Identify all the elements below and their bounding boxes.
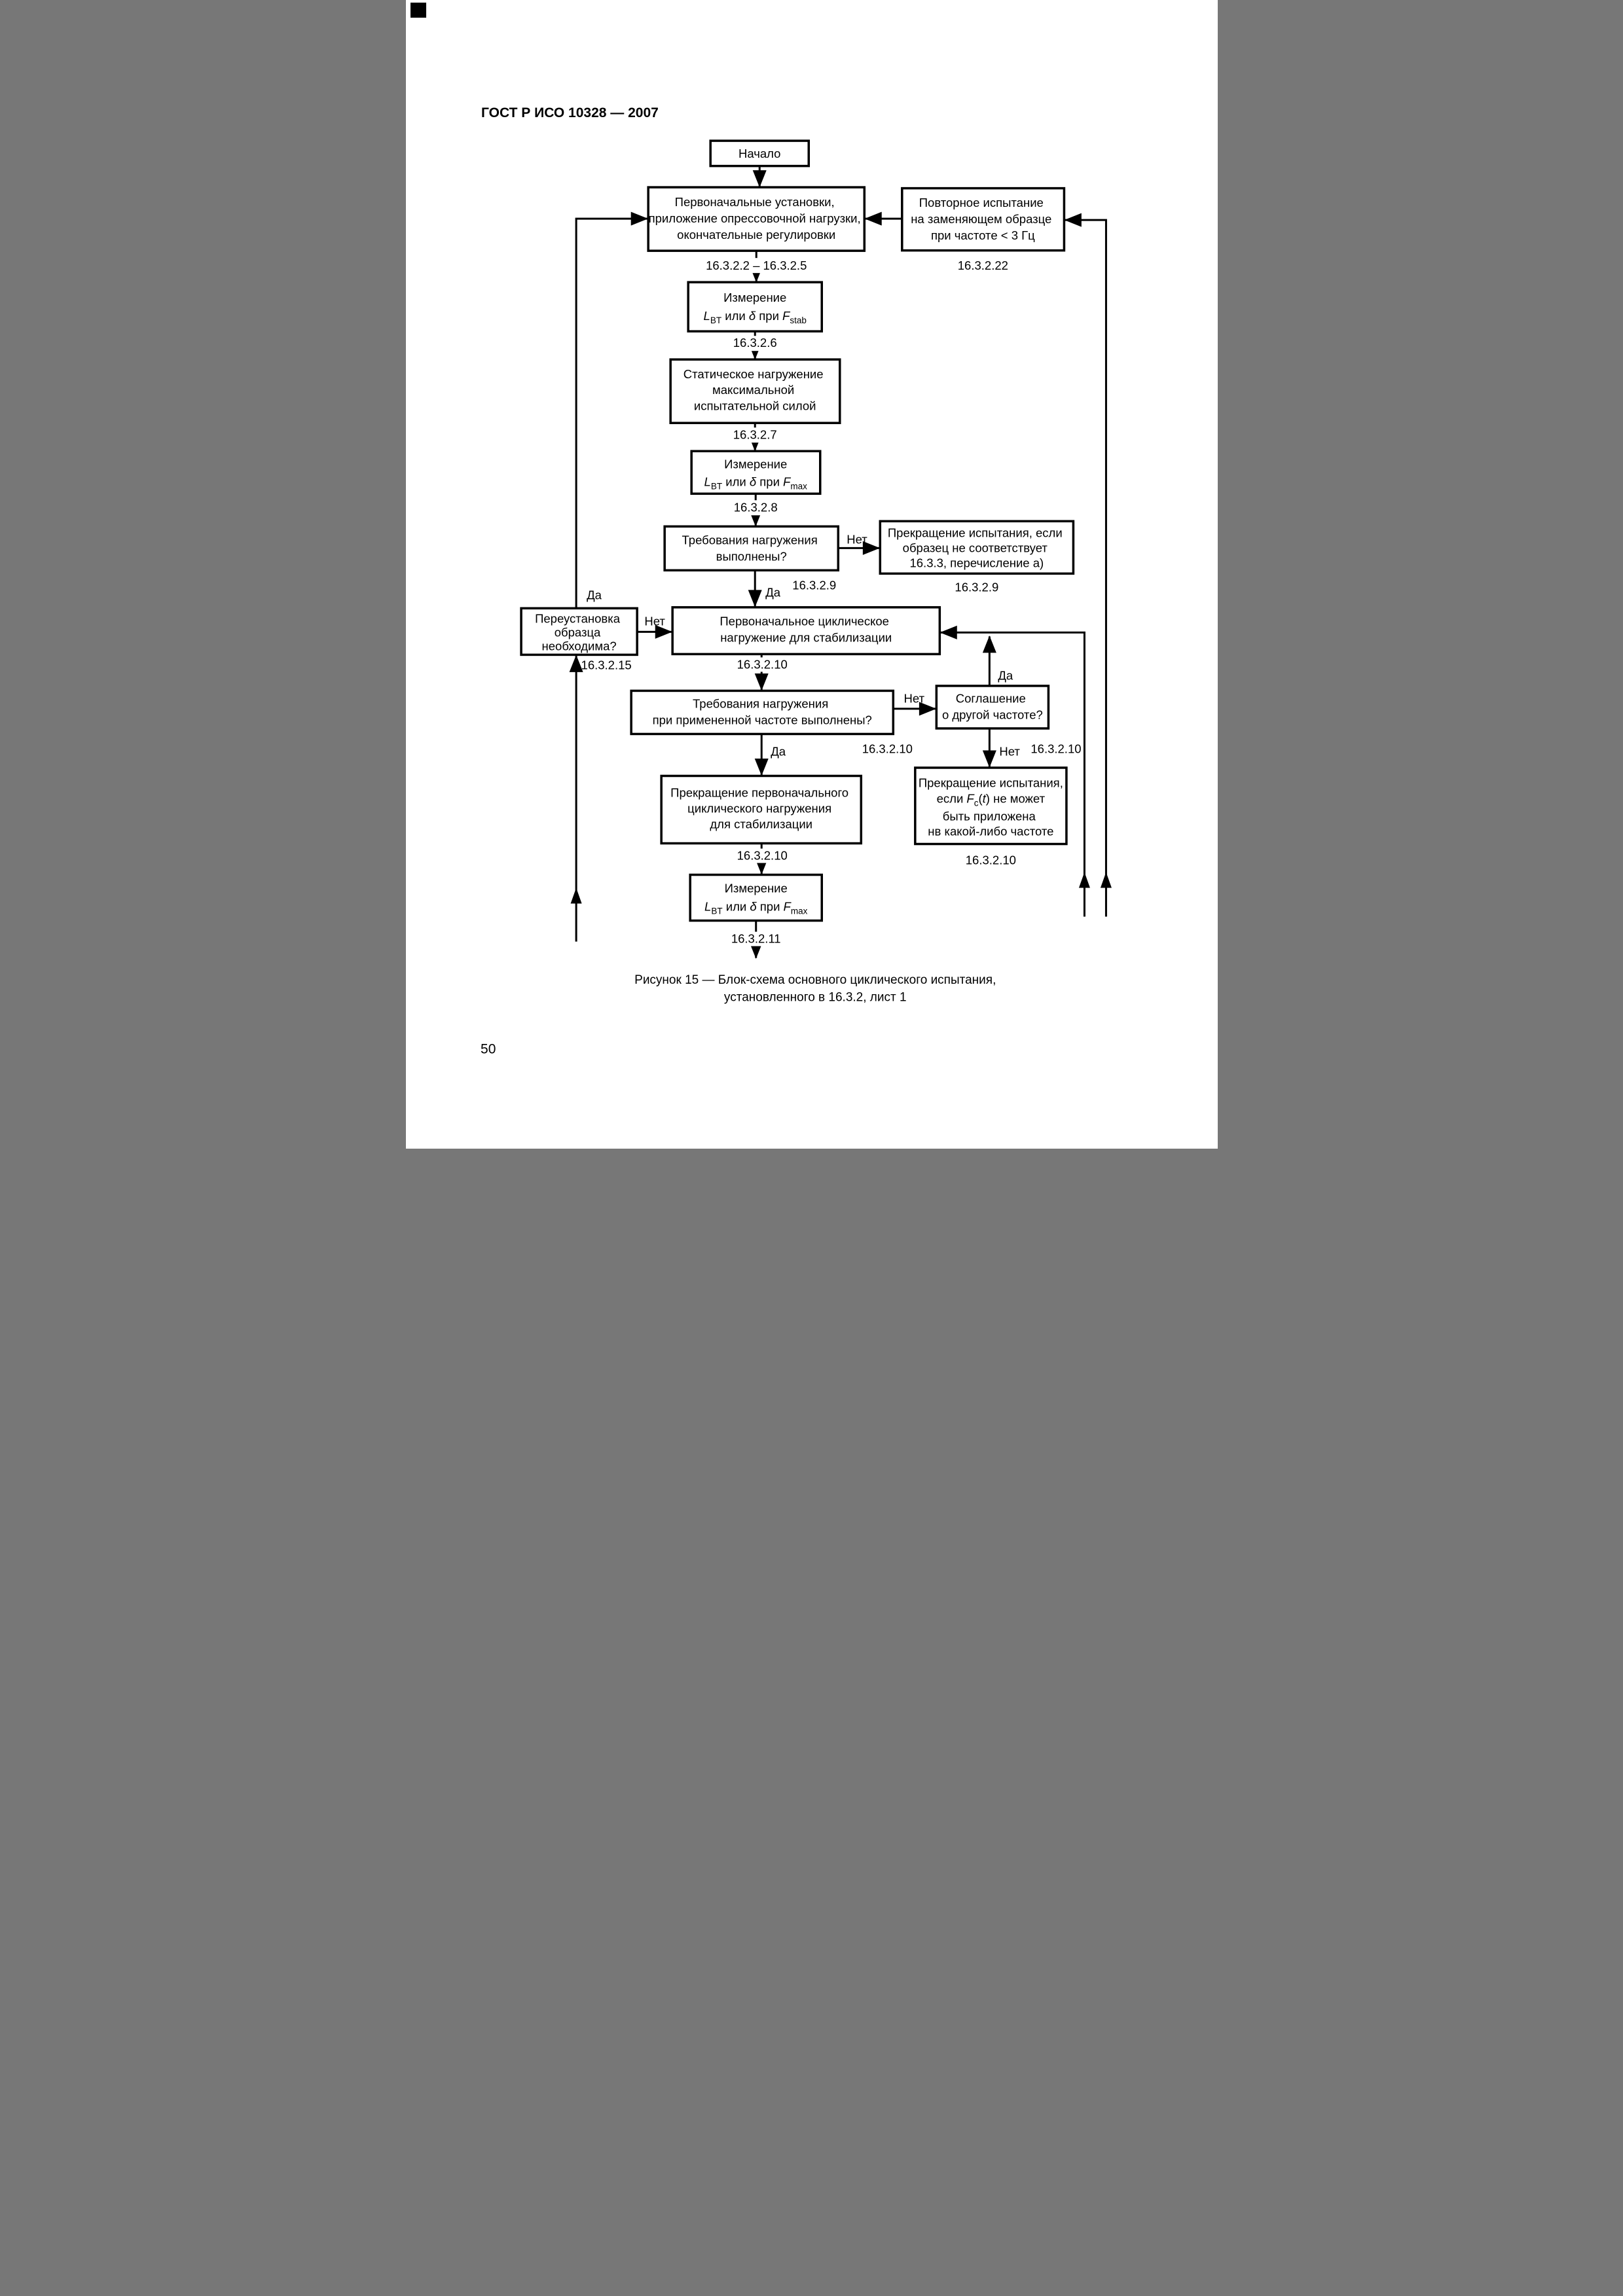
node-init-label: Первоначальные установки, приложение опр… — [648, 195, 864, 242]
ref-stop-freq: 16.3.2.10 — [965, 853, 1015, 867]
edge-reinstall-yes-init — [575, 211, 648, 609]
node-retest-label: Повторное испытание на заменяющем образц… — [911, 196, 1055, 242]
ref-bg — [725, 336, 785, 351]
node-measure-max-line1: Измерение — [724, 457, 787, 471]
node-measure-final — [688, 873, 823, 922]
ref-check-freq: 16.3.2.10 — [862, 742, 912, 755]
page-number: 50 — [481, 1042, 496, 1057]
ref-stop-fail: 16.3.2.9 — [955, 580, 998, 594]
ref-measure-stab: 16.3.2.6 — [733, 336, 776, 350]
arrow-up-icon — [1100, 872, 1112, 888]
edge-label-no: Нет — [903, 691, 924, 705]
figure-caption-line2: установленного в 16.3.2, лист 1 — [723, 991, 906, 1005]
edge-label-yes: Да — [998, 668, 1013, 682]
ref-init: 16.3.2.2 – 16.3.2.5 — [706, 259, 807, 272]
ref-bg — [725, 500, 786, 516]
ref-retest: 16.3.2.22 — [957, 259, 1008, 272]
ref-check-load: 16.3.2.9 — [792, 578, 836, 592]
node-static-load-label: Статическое нагружение максимальной испы… — [683, 367, 826, 412]
ref-measure-max: 16.3.2.8 — [733, 500, 777, 514]
ref-bg — [725, 427, 785, 443]
node-init-cyclic — [670, 606, 941, 656]
ref-bg — [730, 848, 793, 863]
figure-caption-line1: Рисунок 15 — Блок-схема основного циклич… — [634, 973, 996, 987]
node-stop-freq-formula: если Fc(t) не может — [936, 791, 1045, 808]
edge-label-yes: Да — [771, 744, 786, 758]
node-measure-final-line1: Измерение — [724, 882, 787, 895]
node-measure-final-formula: LBT или δ при Fmax — [704, 900, 808, 916]
flowchart-canvas: ГОСТ Р ИСО 10328 — 2007 Начало Первонача… — [405, 0, 1218, 1149]
node-stop-fail-label: Прекращение испытания, если образец не с… — [887, 526, 1065, 569]
edge-label-no: Нет — [999, 744, 1020, 758]
node-init — [646, 186, 866, 252]
ref-static-load: 16.3.2.7 — [733, 427, 776, 441]
ref-stop-cyclic: 16.3.2.10 — [737, 849, 787, 863]
node-static-load — [668, 358, 841, 425]
edge-feedback-cyclic — [939, 625, 1085, 917]
arrow-up-icon — [1078, 872, 1090, 888]
ref-bg — [693, 258, 818, 274]
edge-label-no: Нет — [644, 614, 665, 628]
node-measure-max-formula: LBT или δ при Fmax — [704, 475, 807, 491]
node-measure-stab-formula: LBT или δ при Fstab — [703, 309, 806, 325]
node-measure-max — [689, 450, 822, 495]
node-agree-freq — [935, 685, 1049, 730]
node-reinstall — [519, 607, 638, 656]
edge-label-no: Нет — [847, 532, 867, 546]
node-stop-freq — [913, 766, 1068, 846]
page-title: ГОСТ Р ИСО 10328 — 2007 — [481, 105, 659, 120]
node-stop-fail — [879, 520, 1074, 575]
scan-artifact-corner — [410, 3, 426, 18]
node-stop-freq-label: Прекращение испытания, — [918, 776, 1063, 789]
node-init-cyclic-label: Первоначальное циклическое нагружение дл… — [720, 614, 892, 644]
ref-measure-final: 16.3.2.11 — [731, 932, 780, 946]
node-stop-freq-label2: быть приложена нв какой-либо частоте — [928, 810, 1053, 838]
node-check-load — [663, 525, 839, 572]
node-stop-cyclic-label: Прекращение первоначального циклического… — [670, 785, 852, 831]
edge-label-yes: Да — [765, 585, 781, 599]
edge-feedback-retest — [1064, 213, 1107, 917]
node-check-freq — [629, 689, 894, 736]
ref-init-cyclic: 16.3.2.10 — [737, 657, 787, 671]
node-check-load-label: Требования нагружения выполнены? — [682, 533, 820, 563]
ref-agree-freq: 16.3.2.10 — [1030, 742, 1081, 755]
node-start-label: Начало — [738, 147, 780, 160]
edge-label-yes: Да — [587, 588, 602, 601]
node-agree-freq-label: Соглашение о другой частоте? — [941, 691, 1042, 721]
node-measure-stab — [686, 281, 823, 332]
node-check-freq-label: Требования нагружения при примененной ча… — [652, 696, 871, 726]
ref-reinstall: 16.3.2.15 — [581, 658, 631, 672]
node-start — [708, 139, 810, 168]
node-reinstall-label: Переустановка образца необходима? — [535, 611, 623, 653]
node-retest — [900, 187, 1065, 252]
arrow-up-icon — [570, 888, 582, 904]
ref-bg — [724, 931, 787, 946]
ref-bg — [730, 657, 793, 672]
node-measure-stab-line1: Измерение — [723, 291, 786, 304]
node-stop-cyclic — [659, 774, 862, 845]
document-page: ГОСТ Р ИСО 10328 — 2007 Начало Первонача… — [405, 0, 1218, 1149]
